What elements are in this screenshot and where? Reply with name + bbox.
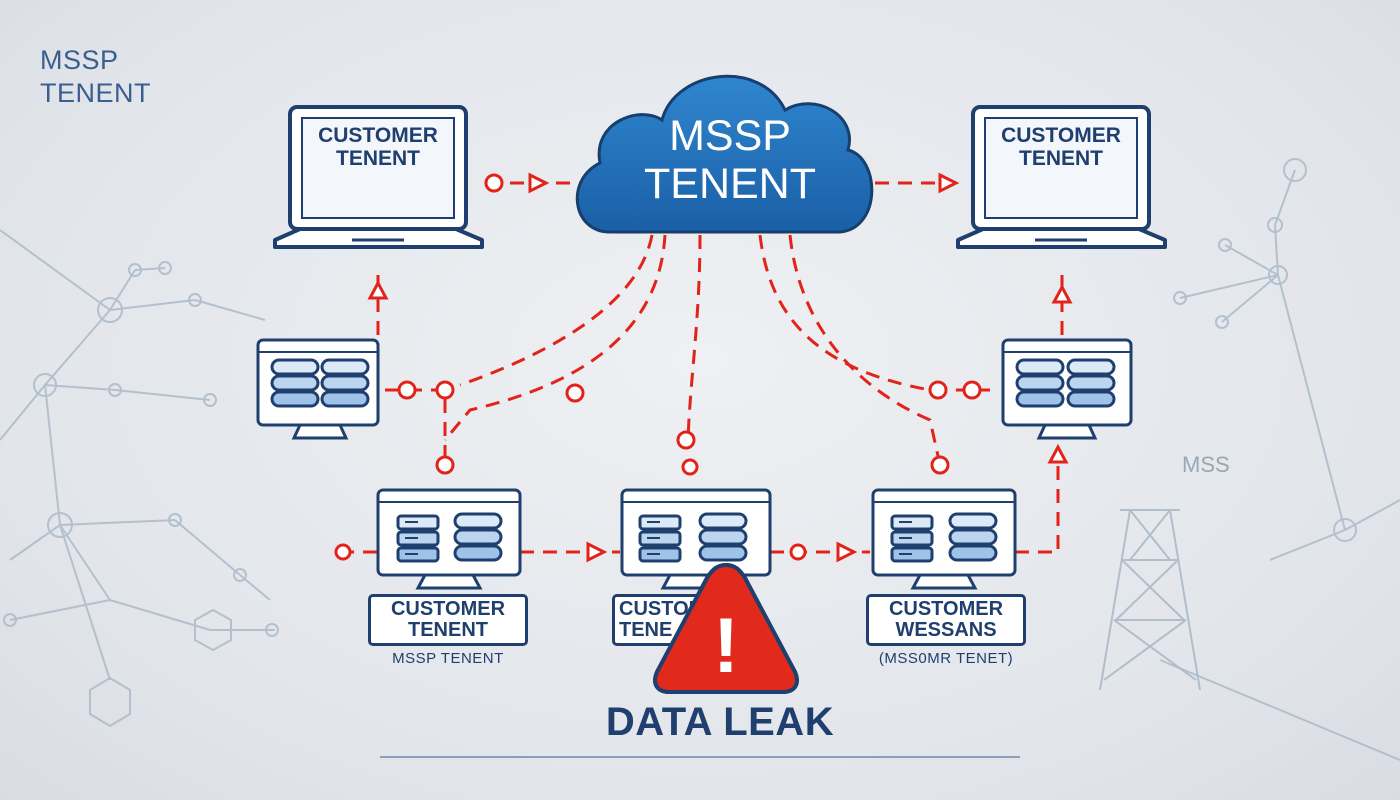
node-3-subtitle: (MSS0MR TENET) [878,650,1014,667]
background-label: MSS [1182,452,1230,477]
background-network-left [0,229,279,728]
corner-title: MSSP TENENT [40,44,151,110]
customer-tag-1-line2: TENENT [408,619,488,641]
bottom-server-1 [376,488,522,590]
laptop-left [273,105,484,249]
warning-overlay: ! [653,563,799,694]
laptop-right-line2: TENENT [1019,147,1103,170]
customer-tag-3-line2: WESSANS [895,619,997,641]
connector-markers [334,172,1073,563]
node-1-subtitle: MSSP TENENT [392,650,504,667]
corner-title-line1: MSSP [40,45,119,75]
laptop-left-line2: TENENT [336,147,420,170]
cloud-label-line1: MSSP [669,112,791,160]
cloud-label-line2: TENENT [644,160,816,208]
bottom-server-3 [871,488,1017,590]
warning-symbol: ! [713,601,739,689]
server-right [1001,338,1133,440]
laptop-right-label: CUSTOMER TENENT [985,124,1137,170]
customer-tag-3: CUSTOMER WESSANS [866,594,1026,646]
customer-tag-3-line1: CUSTOMER [888,598,1004,620]
tower-icon [1099,509,1201,691]
customer-tag-2-line1: CUSTOM [619,598,706,620]
cloud-icon [575,74,874,234]
laptop-left-line1: CUSTOMER [318,124,438,147]
data-leak-label: DATA LEAK [605,700,835,744]
laptop-right [956,105,1167,249]
laptop-right-line1: CUSTOMER [1001,124,1121,147]
server-left [256,338,380,440]
cloud-label: MSSP TENENT [600,112,860,208]
customer-tag-1: CUSTOMER TENENT [368,594,528,646]
customer-tag-2-line2: TENE [619,619,673,641]
laptop-left-label: CUSTOMER TENENT [302,124,454,170]
corner-title-line2: TENENT [40,78,151,108]
background-network-right [1159,158,1400,761]
customer-tag-1-line1: CUSTOMER [390,598,506,620]
